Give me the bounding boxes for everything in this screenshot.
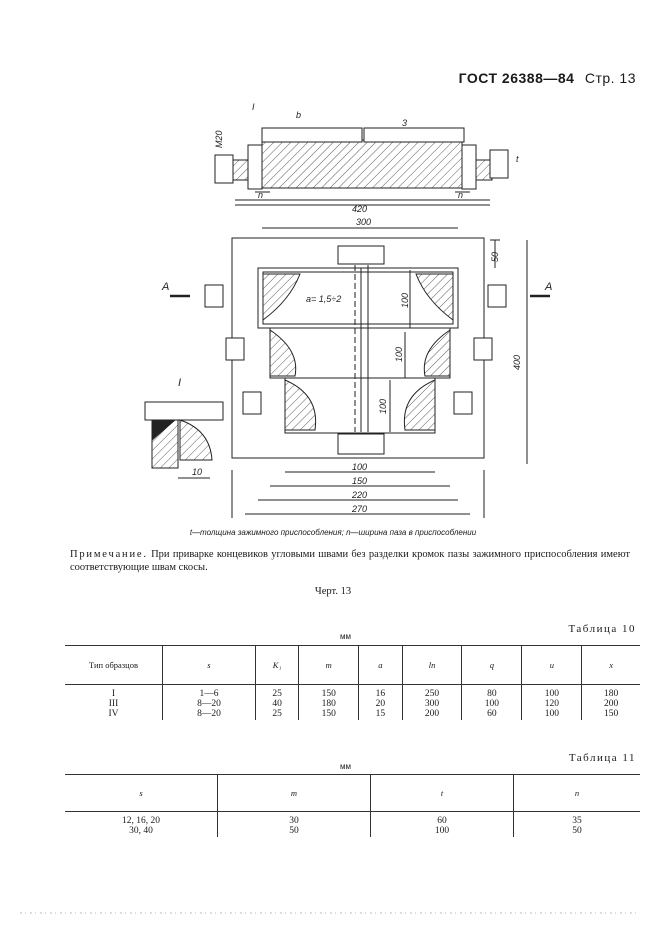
cell-t: 60 100 xyxy=(370,811,514,837)
standard-number: ГОСТ 26388—84 xyxy=(458,70,575,86)
note-text: При приварке концевиков угловыми швами б… xyxy=(70,549,631,573)
page-number: Стр. 13 xyxy=(584,70,636,86)
cell-a: 16 20 15 xyxy=(358,684,403,720)
note: Примечание. При приварке концевиков угло… xyxy=(70,548,630,574)
cell-ln: 250 300 200 xyxy=(402,684,463,720)
table-11: s m t n 12, 16, 20 30, 40 30 50 60 100 3… xyxy=(65,774,640,837)
col-header-n: n xyxy=(513,774,640,812)
top-clamp-right xyxy=(363,127,465,143)
table-row: I III IV 1—6 8—20 8—20 25 40 25 150 180 … xyxy=(65,684,640,720)
cell-m: 30 50 xyxy=(217,811,371,837)
label-b100: 100 xyxy=(352,462,367,472)
cell-x: 180 200 150 xyxy=(604,689,619,719)
col-header-u: u xyxy=(521,645,583,685)
table10-caption: Таблица 10 xyxy=(568,623,636,635)
label-420: 420 xyxy=(352,204,367,214)
label-section-A-left: A xyxy=(161,281,169,293)
scan-noise xyxy=(20,912,640,914)
label-t: t xyxy=(516,154,519,164)
cell-n: 35 50 xyxy=(572,816,582,836)
label-100-c: 100 xyxy=(378,399,388,414)
cell-u: 100 120 100 xyxy=(521,684,583,720)
label-section-A-right: A xyxy=(544,281,552,293)
label-detail-I: I xyxy=(252,102,255,112)
label-n-left: n xyxy=(258,190,263,200)
col-header-k1: K₁ xyxy=(255,645,300,685)
col-header-m: m xyxy=(298,645,360,685)
col-header-x: x xyxy=(581,645,640,685)
table-10: Тип образцов s K₁ m a lп q u x I III IV … xyxy=(65,645,640,720)
label-10: 10 xyxy=(192,467,202,477)
col-header-s: s xyxy=(162,645,256,685)
top-clamp-left xyxy=(261,127,363,143)
figure-label: Черт. 13 xyxy=(314,586,352,597)
label-detail-I-left: I xyxy=(178,377,181,389)
table-header-row: Тип образцов s K₁ m a lп q u x xyxy=(65,645,640,685)
label-400: 400 xyxy=(512,355,522,370)
specimen-center xyxy=(337,245,385,265)
label-b150: 150 xyxy=(352,476,367,486)
label-50: 50 xyxy=(490,252,500,262)
cell-k1: 25 40 25 xyxy=(255,684,300,720)
col-header-a: a xyxy=(358,645,403,685)
cell-type: I III IV xyxy=(65,684,163,720)
label-b: b xyxy=(296,110,301,120)
table-row: 12, 16, 20 30, 40 30 50 60 100 35 50 xyxy=(65,811,640,837)
label-gap: a= 1,5÷2 xyxy=(306,294,341,304)
technical-drawing: I M20 b 3 t n n 420 300 50 400 100 100 1… xyxy=(144,102,552,518)
note-title: Примечание. xyxy=(70,549,148,560)
label-100-a: 100 xyxy=(400,293,410,308)
cell-s: 12, 16, 20 30, 40 xyxy=(65,811,218,837)
page-header: ГОСТ 26388—84 Стр. 13 xyxy=(459,70,636,86)
col-header-m: m xyxy=(217,774,371,812)
cell-q: 80 100 60 xyxy=(461,684,523,720)
label-300: 300 xyxy=(356,217,371,227)
table11-caption: Таблица 11 xyxy=(568,752,636,764)
label-100-b: 100 xyxy=(394,347,404,362)
table-header-row: s m t n xyxy=(65,774,640,812)
top-fixture-body xyxy=(261,139,463,189)
figure-caption: t—толщина зажимного приспособления; n—ши… xyxy=(189,528,477,537)
cell-s: 1—6 8—20 8—20 xyxy=(162,684,256,720)
col-header-ln: lп xyxy=(402,645,463,685)
col-header-q: q xyxy=(461,645,523,685)
label-b270: 270 xyxy=(351,504,367,514)
table11-unit: мм xyxy=(340,762,351,771)
col-header-t: t xyxy=(370,774,514,812)
table10-unit: мм xyxy=(340,632,351,641)
label-thread: M20 xyxy=(214,130,224,148)
label-n-right: n xyxy=(458,190,463,200)
label-3: 3 xyxy=(402,118,407,128)
col-header-s: s xyxy=(65,774,218,812)
label-b220: 220 xyxy=(351,490,367,500)
col-header-type: Тип образцов xyxy=(65,645,163,685)
cell-m: 150 180 150 xyxy=(298,684,360,720)
